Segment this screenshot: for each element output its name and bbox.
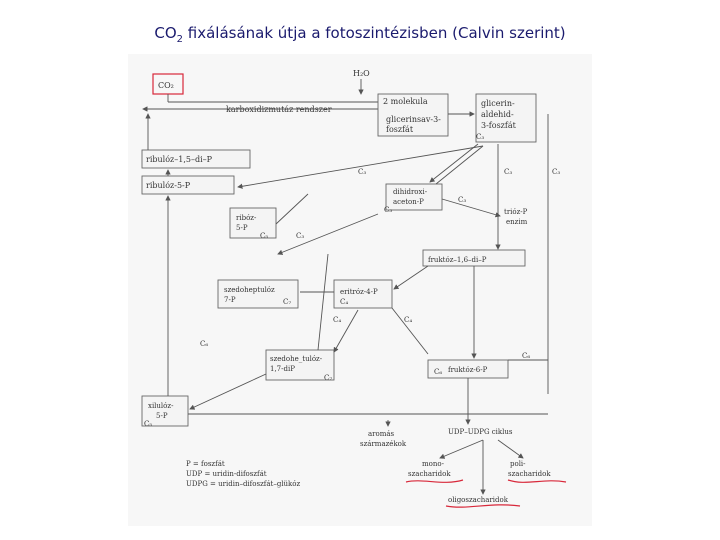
glycerate-box — [377, 93, 449, 137]
erythrose-to-sedo-bisphosphate-arrow — [333, 309, 359, 353]
sedoheptulose-7p-label-2: 7-P — [224, 296, 236, 304]
title-co: CO — [154, 24, 177, 42]
dihydroxyacetone-label-1: dihidroxi- — [393, 188, 428, 196]
oligo-label: oligoszacharidok — [448, 496, 509, 504]
c7-sedoheptulose: C₇ — [283, 298, 291, 306]
ribulose-phosphate-label: ribulóz-5-P — [146, 181, 191, 190]
ribulose-bisphosphate-box — [141, 149, 251, 169]
dihydroxyacetone-box — [385, 183, 443, 211]
poly-label-2: szacharidok — [508, 470, 551, 478]
xylulose-box — [141, 395, 189, 427]
c3-dihydroxyacetone: C₃ — [384, 206, 392, 214]
c6-left: C₆ — [200, 340, 208, 348]
poly-label-1: poli- — [510, 460, 526, 468]
dihydroxy-to-ribose-arrow — [277, 213, 379, 255]
ribulose-phosphate-box — [141, 175, 235, 195]
glyceraldehyde-label-1: glicerin- — [481, 99, 515, 108]
two-molecule-label: 2 molekula — [383, 97, 428, 106]
glyceraldehyde-box — [475, 93, 537, 143]
c7-sedoheptulose-bisphosphate: C₇ — [324, 374, 332, 382]
glycerate-label-2: foszfát — [386, 125, 414, 134]
sedoheptulose-bisphosphate-label-2: 1,7-diP — [270, 365, 295, 373]
aromatic-label-2: származékok — [360, 440, 407, 448]
slide-title: CO2 fixálásának útja a fotoszintézisben … — [0, 24, 720, 45]
ribose-box — [229, 207, 277, 239]
c4-label-b: C₄ — [404, 316, 412, 324]
legend-phosphate: P = foszfát — [186, 460, 225, 468]
glyceraldehyde-to-dihydroxy-arrow-1 — [429, 143, 479, 183]
erythrose-label: eritróz-4-P — [340, 288, 378, 296]
sedoheptulose-7p-box — [217, 279, 299, 309]
fructose-6p-label: fruktóz-6-P — [448, 366, 488, 374]
poly-underline — [507, 479, 567, 483]
triose-enzyme-label-1: trióz-P — [504, 208, 528, 216]
mono-label-2: szacharidok — [408, 470, 451, 478]
udp-to-mono-arrow — [439, 439, 484, 459]
c3-label-c: C₃ — [296, 232, 304, 240]
calvin-cycle-diagram: CO₂ H₂O karboxidizmutáz rendszer 2 molek… — [128, 54, 592, 526]
c3-label-b: C₃ — [458, 196, 466, 204]
mono-underline — [405, 479, 464, 483]
c4-erythrose: C₄ — [340, 298, 348, 306]
aromatic-label-1: aromás — [368, 430, 395, 438]
fructose-bisphosphate-label: fruktóz–1,6–di–P — [428, 256, 487, 264]
ribulose-bisphosphate-label: ribulóz–1,5–di–P — [146, 155, 213, 164]
ribose-up-line — [275, 193, 309, 225]
glyceraldehyde-to-ribulose-line — [237, 145, 484, 189]
udp-to-poly-arrow — [497, 439, 524, 459]
erythrose-box — [333, 279, 393, 309]
c3-right: C₃ — [552, 168, 560, 176]
sedoheptulose-7p-label-1: szedoheptulóz — [224, 286, 275, 294]
glycerate-label-1: glicerinsav-3- — [386, 115, 441, 124]
c6-fructose-6p: C₆ — [434, 368, 442, 376]
c3-triose: C₃ — [504, 168, 512, 176]
udp-cycle-label: UDP–UDPG ciklus — [448, 428, 513, 436]
xylulose-label-1: xilulóz- — [148, 402, 174, 410]
xylulose-label-2: 5-P — [156, 412, 168, 420]
h2o-label: H₂O — [353, 69, 370, 78]
sedoheptulose-bisphosphate-box — [265, 349, 335, 381]
triose-enzyme-label-2: enzim — [506, 218, 528, 226]
co2-label: CO₂ — [158, 81, 174, 90]
ribose-label-2: 5-P — [236, 224, 248, 232]
fructose-to-erythrose-arrow — [393, 265, 429, 290]
sedo-to-xylulose-arrow — [189, 373, 267, 410]
ribose-label-1: ribóz- — [236, 214, 257, 222]
c4-label-a: C₄ — [333, 316, 341, 324]
glyceraldehyde-to-dihydroxy-arrow-2 — [435, 145, 484, 185]
mono-label-1: mono- — [422, 460, 445, 468]
dihydroxyacetone-label-2: aceton-P — [393, 198, 424, 206]
c6-right: C₆ — [522, 352, 530, 360]
title-subscript: 2 — [176, 34, 183, 45]
oligo-underline — [445, 504, 521, 508]
sedoheptulose-bisphosphate-label-1: szedohe_tulóz- — [270, 355, 323, 363]
dihydroxy-to-triose-arrow — [441, 198, 501, 218]
legend-udpg: UDPG = uridin–difoszfát–glükóz — [186, 480, 301, 488]
c5-ribose: C₅ — [260, 232, 268, 240]
c5-xylulose: C₅ — [144, 420, 152, 428]
sedo-bisphosphate-up-line — [317, 253, 329, 351]
title-rest: fixálásának útja a fotoszintézisben (Cal… — [183, 24, 566, 42]
fructose6-to-erythrose-line — [391, 307, 429, 355]
carboxydismutase-label: karboxidizmutáz rendszer — [226, 105, 332, 114]
c3-glyceraldehyde: C₃ — [476, 133, 484, 141]
glyceraldehyde-label-3: 3-foszfát — [481, 121, 517, 130]
glyceraldehyde-label-2: aldehid- — [481, 110, 514, 119]
legend-udp: UDP = uridin-difoszfát — [186, 470, 267, 478]
c3-label-a: C₃ — [358, 168, 366, 176]
